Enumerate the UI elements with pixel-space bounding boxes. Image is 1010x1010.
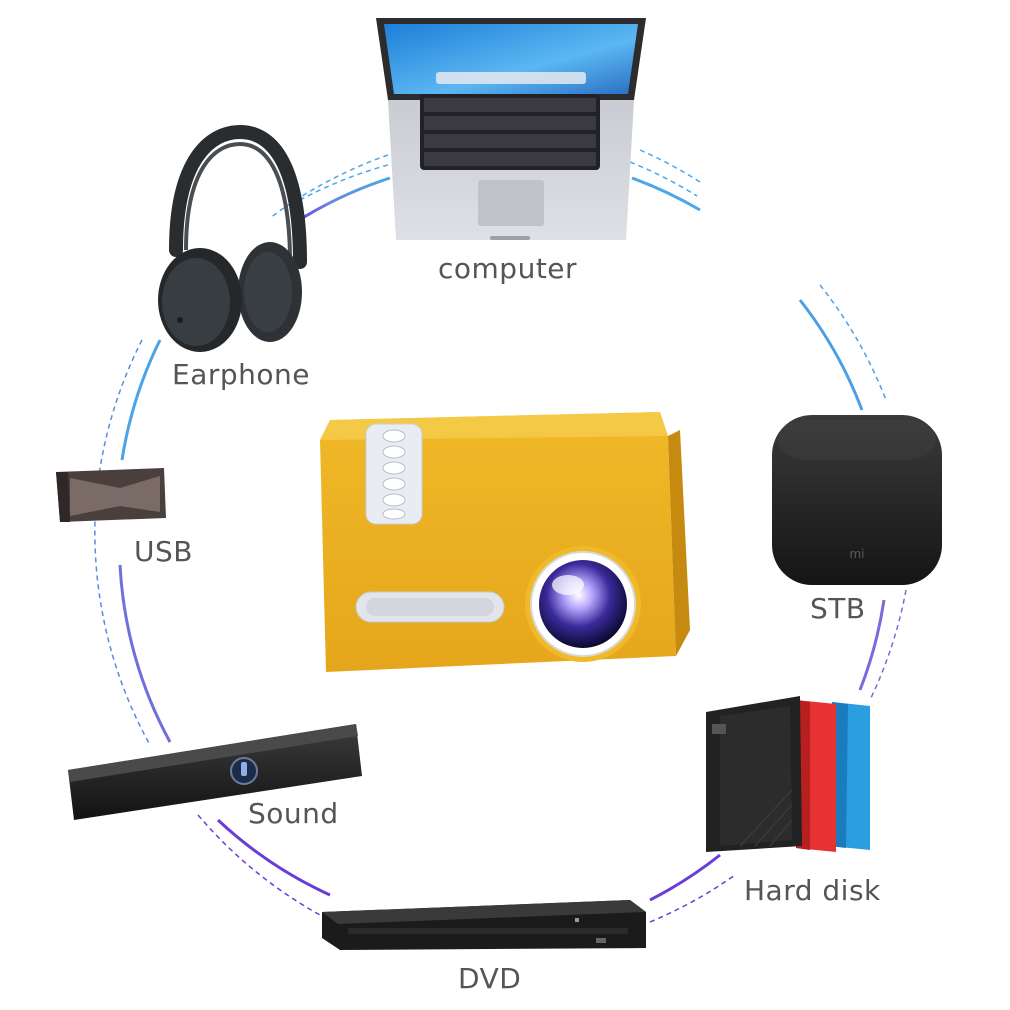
ring-dash-outer-bottom-left [197,814,321,916]
ring-arc-right-lower [858,599,886,691]
ring-dash-outer-right [819,284,887,401]
ring-dash-outer-top-left [269,154,389,219]
ring-arc-left-upper [120,339,162,461]
hard-disk-label: Hard disk [744,874,881,907]
dvd-label: DVD [458,962,522,995]
hard-disk-icon [706,696,870,852]
ring-arc-left-mid [118,564,172,743]
ring-arc-bottom-left [216,818,331,897]
ring-arc-right-upper [798,299,864,411]
ring-dash-outer-left [94,339,151,746]
ring-dash-outer-top-right [639,149,701,183]
computer-label: computer [438,252,578,285]
usb-drive-icon [56,468,166,522]
usb-label: USB [134,535,193,568]
soundbar-icon [68,724,362,820]
ring-dash-outer-right-low [869,589,907,701]
dvd-player-icon [322,900,646,950]
headphones-icon [158,124,307,352]
ring-arc-top-right [631,176,701,212]
stb-label: STB [810,592,866,625]
ring-dash-outer-bottom-right [649,874,736,923]
laptop-icon [376,18,646,240]
stb-logo: mi [849,547,864,561]
ring-arc-bottom-right [649,853,721,902]
set-top-box-icon: mi [772,415,942,585]
connection-ring [94,149,907,923]
sound-label: Sound [248,797,339,830]
ring-dash-inner-top-left [299,164,389,201]
ring-arc-top-left [295,176,391,224]
earphone-label: Earphone [172,358,310,391]
projector-icon [320,412,690,672]
ring-dash-inner-top-right [629,161,698,197]
